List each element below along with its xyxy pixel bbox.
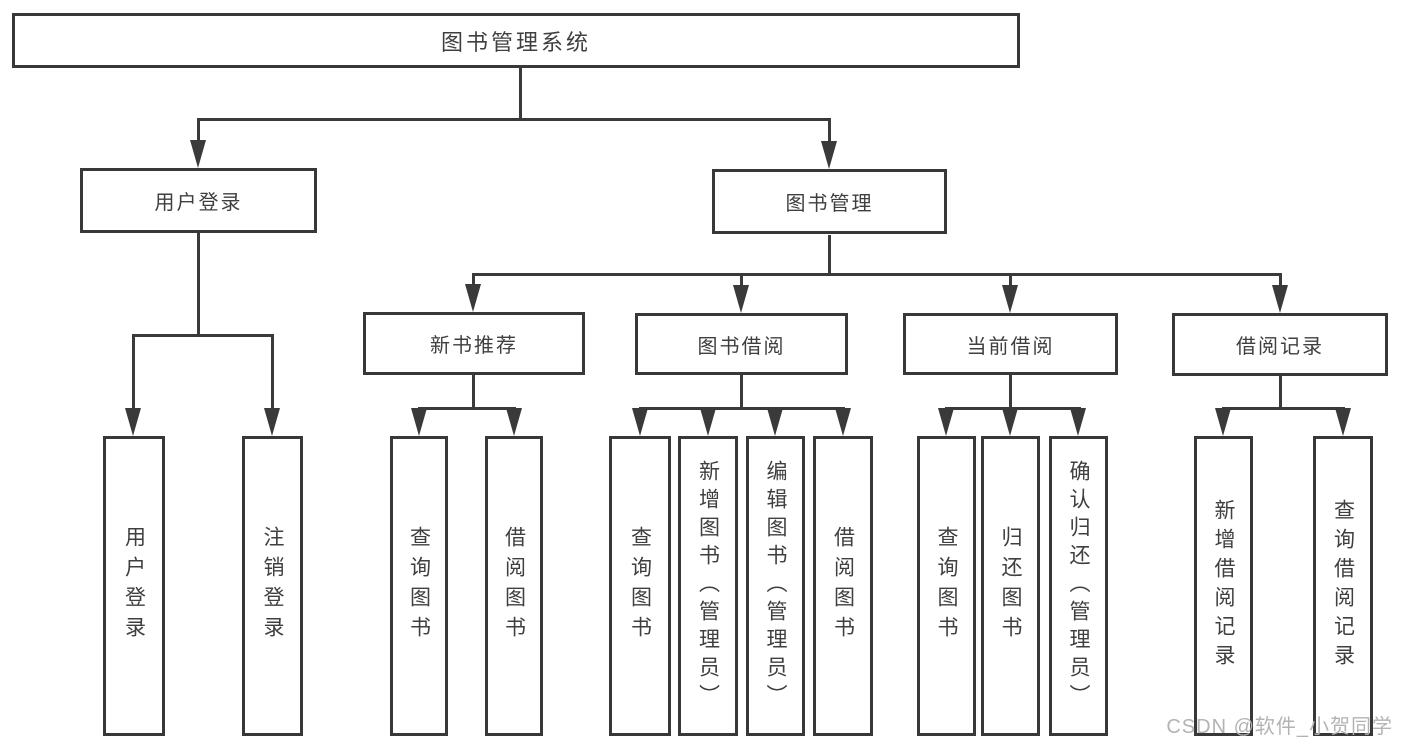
node-root-label: 图书管理系统 (440, 29, 591, 55)
leaf-br-add-record: 新增借阅记录 (1194, 436, 1253, 736)
arrow-down-icon (632, 408, 648, 436)
arrow-down-icon (190, 140, 206, 168)
arrow-down-icon (821, 141, 837, 169)
arrow-down-icon (411, 408, 427, 436)
connector-line (418, 407, 516, 410)
node-book-management: 图书管理 (712, 169, 947, 234)
connector-line (472, 273, 1282, 276)
connector-line (1009, 273, 1012, 289)
node-borrow-records: 借阅记录 (1172, 313, 1388, 376)
leaf-logout-label: 注销登录 (261, 526, 284, 646)
node-user-login: 用户登录 (80, 168, 317, 233)
connector-line (1222, 407, 1345, 410)
connector-line (197, 233, 200, 337)
leaf-cb-return-books: 归还图书 (981, 436, 1040, 736)
arrow-down-icon (465, 284, 481, 312)
node-borrow-records-label: 借阅记录 (1236, 336, 1324, 358)
node-book-borrow-label: 图书借阅 (697, 335, 786, 358)
leaf-nbr-borrow-books: 借阅图书 (485, 436, 543, 736)
connector-line (271, 334, 274, 414)
connector-line (1279, 376, 1282, 410)
arrow-down-icon (506, 408, 522, 436)
node-book-management-label: 图书管理 (785, 193, 874, 215)
node-current-borrow: 当前借阅 (903, 313, 1118, 375)
leaf-cb-query-books: 查询图书 (917, 436, 976, 736)
leaf-br-query-record-label: 查询借阅记录 (1331, 499, 1355, 673)
leaf-cb-confirm-return-admin-label: 确认归还（管理员） (1067, 460, 1090, 712)
arrow-down-icon (700, 408, 716, 436)
arrow-down-icon (835, 408, 851, 436)
leaf-bb-add-books-admin-label: 新增图书（管理员） (696, 460, 720, 712)
leaf-cb-query-books-label: 查询图书 (935, 526, 958, 646)
arrow-down-icon (1002, 408, 1018, 436)
arrow-down-icon (767, 408, 783, 436)
leaf-nbr-query-books: 查询图书 (390, 436, 448, 736)
connector-line (828, 118, 831, 147)
connector-line (1279, 273, 1282, 289)
connector-line (519, 68, 522, 121)
connector-line (639, 407, 845, 410)
arrow-down-icon (1002, 285, 1018, 313)
connector-line (740, 273, 743, 289)
leaf-bb-borrow-books: 借阅图书 (813, 436, 873, 736)
csdn-watermark: CSDN @软件_小贺同学 (1166, 716, 1393, 738)
node-current-borrow-label: 当前借阅 (966, 335, 1055, 358)
leaf-bb-add-books-admin: 新增图书（管理员） (678, 436, 738, 736)
node-user-login-label: 用户登录 (154, 192, 243, 214)
connector-line (472, 273, 475, 289)
node-new-book-recommend-label: 新书推荐 (430, 335, 518, 357)
connector-line (828, 235, 831, 276)
connector-line (740, 375, 743, 410)
node-new-book-recommend: 新书推荐 (363, 312, 585, 375)
leaf-bb-query-books-label: 查询图书 (628, 526, 652, 646)
arrow-down-icon (125, 408, 141, 436)
leaf-nbr-query-books-label: 查询图书 (407, 526, 431, 646)
connector-line (197, 118, 831, 121)
arrow-down-icon (938, 408, 954, 436)
leaf-br-add-record-label: 新增借阅记录 (1212, 499, 1235, 673)
connector-line (132, 334, 274, 337)
leaf-user-login: 用户登录 (103, 436, 165, 736)
leaf-bb-query-books: 查询图书 (609, 436, 671, 736)
leaf-br-query-record: 查询借阅记录 (1313, 436, 1373, 736)
leaf-bb-borrow-books-label: 借阅图书 (831, 526, 855, 646)
arrow-down-icon (733, 285, 749, 313)
leaf-cb-return-books-label: 归还图书 (999, 526, 1022, 646)
connector-line (1009, 375, 1012, 410)
leaf-user-login-label: 用户登录 (122, 526, 146, 646)
leaf-nbr-borrow-books-label: 借阅图书 (502, 526, 526, 646)
leaf-bb-edit-books-admin: 编辑图书（管理员） (746, 436, 805, 736)
leaf-cb-confirm-return-admin: 确认归还（管理员） (1049, 436, 1108, 736)
leaf-logout: 注销登录 (242, 436, 303, 736)
arrow-down-icon (1272, 285, 1288, 313)
node-book-borrow: 图书借阅 (635, 313, 848, 375)
connector-line (197, 118, 200, 146)
leaf-bb-edit-books-admin-label: 编辑图书（管理员） (764, 460, 787, 712)
arrow-down-icon (264, 408, 280, 436)
arrow-down-icon (1070, 408, 1086, 436)
connector-line (472, 375, 475, 410)
arrow-down-icon (1335, 408, 1351, 436)
node-root: 图书管理系统 (12, 13, 1020, 68)
arrow-down-icon (1215, 408, 1231, 436)
connector-line (132, 334, 135, 414)
